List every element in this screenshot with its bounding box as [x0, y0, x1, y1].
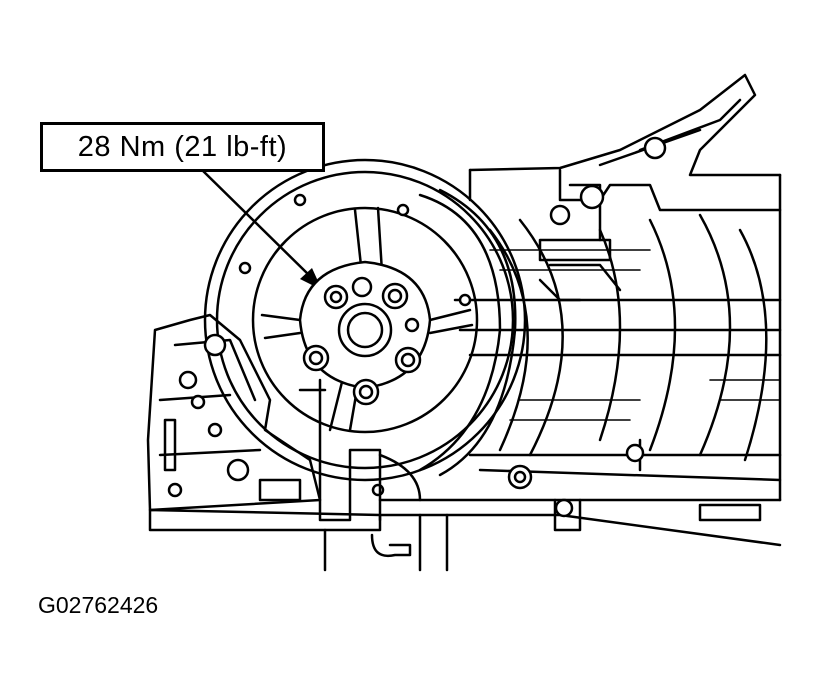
flexplate-hub: [298, 260, 432, 406]
engine-block-plate: [146, 313, 382, 532]
torque-callout-box: 28 Nm (21 lb-ft): [40, 122, 325, 172]
upper-bracket: [538, 136, 667, 302]
converter-housing: [203, 158, 527, 497]
lower-bolts: [507, 443, 645, 518]
bottom-pins: [323, 513, 449, 572]
lower-bracket: [298, 378, 422, 522]
figure-id: G02762426: [38, 592, 159, 618]
transmission-case: [378, 73, 782, 547]
torque-label: 28 Nm (21 lb-ft): [77, 130, 288, 163]
